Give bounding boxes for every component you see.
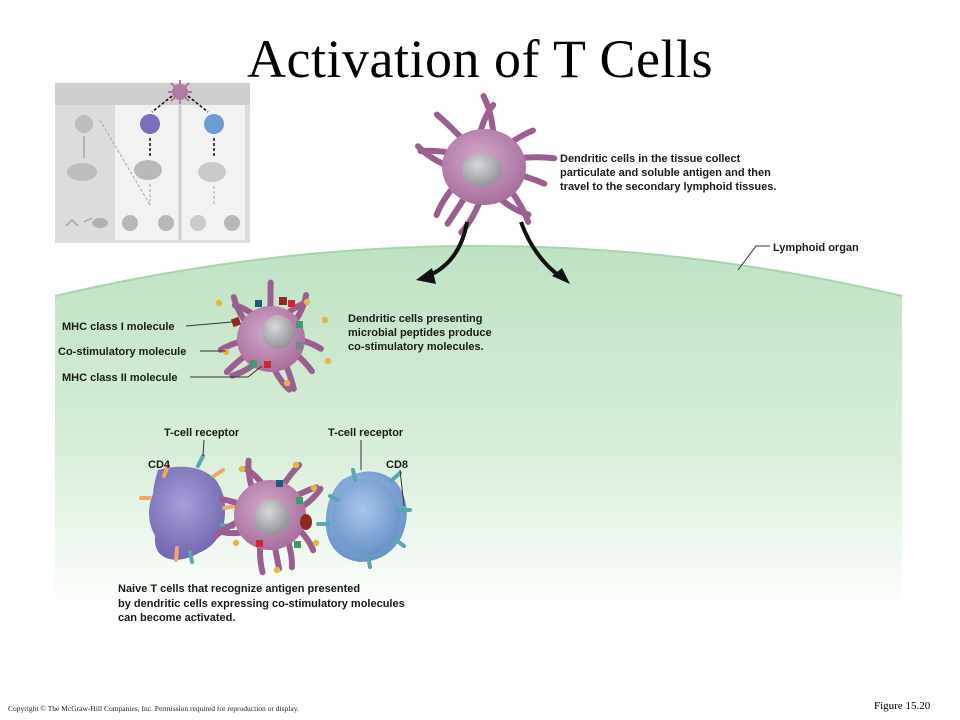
molecule-leader-lines [185,321,263,378]
naive-t-cell-caption: Naive T cells that recognize antigen pre… [118,582,405,626]
cd4-t-cell [139,454,238,564]
mhc-class-1-label: MHC class I molecule [62,321,175,333]
lymphoid-organ-label: Lymphoid organ [773,242,859,254]
dendritic-tissue-caption: Dendritic cells in the tissue collect pa… [560,152,776,194]
caption-line: particulate and soluble antigen and then [560,167,771,179]
mhc-class-2-molecules [264,300,295,368]
dendritic-nucleus [462,153,502,187]
caption-line: can become activated. [118,612,236,624]
dendritic-nucleus [262,315,294,349]
dendritic-nucleus [255,499,289,535]
mhc-class-1-molecules [230,297,287,328]
mhc-class-2-label: MHC class II molecule [62,372,178,384]
lymphoid-organ-pointer [737,245,770,271]
caption-line: microbial peptides produce [348,327,492,339]
co-stimulatory-molecules [215,298,332,387]
dendritic-cell-activating [212,457,324,576]
dendritic-cell-presenting [217,279,324,393]
receptor-leader-lines [202,439,405,507]
figure-number: Figure 15.20 [874,700,931,712]
cd8-label: CD8 [386,459,409,471]
lymphoid-organ-boundary [54,245,903,297]
arrow-head-left [416,268,436,284]
caption-line: Naive T cells that recognize antigen pre… [118,583,361,595]
dendritic-cell-tissue [415,93,558,236]
caption-line: by dendritic cells expressing co-stimula… [118,597,405,610]
caption-line: Dendritic cells presenting [348,313,483,325]
tcr-label-left: T-cell receptor [164,427,240,439]
cd8-receptors [316,468,412,569]
caption-line: Dendritic cells in the tissue collect [560,153,741,165]
page-title: Activation of T Cells [247,29,713,89]
arrow-head-right [552,268,570,284]
thumbnail-dendritic-icon [168,80,192,104]
dendritic-presenting-caption: Dendritic cells presenting microbial pep… [348,312,492,354]
co-stimulatory-label: Co-stimulatory molecule [58,346,187,358]
peptide-markers [250,300,303,367]
cd8-t-cell [316,468,412,569]
tcr-label-right: T-cell receptor [328,427,404,439]
overview-thumbnail [55,80,250,243]
copyright-notice: Copyright © The McGraw-Hill Companies, I… [8,704,299,713]
cd4-receptors [139,464,238,562]
caption-line: co-stimulatory molecules. [348,341,484,353]
caption-line: travel to the secondary lymphoid tissues… [560,181,777,193]
cd4-label: CD4 [148,459,171,471]
